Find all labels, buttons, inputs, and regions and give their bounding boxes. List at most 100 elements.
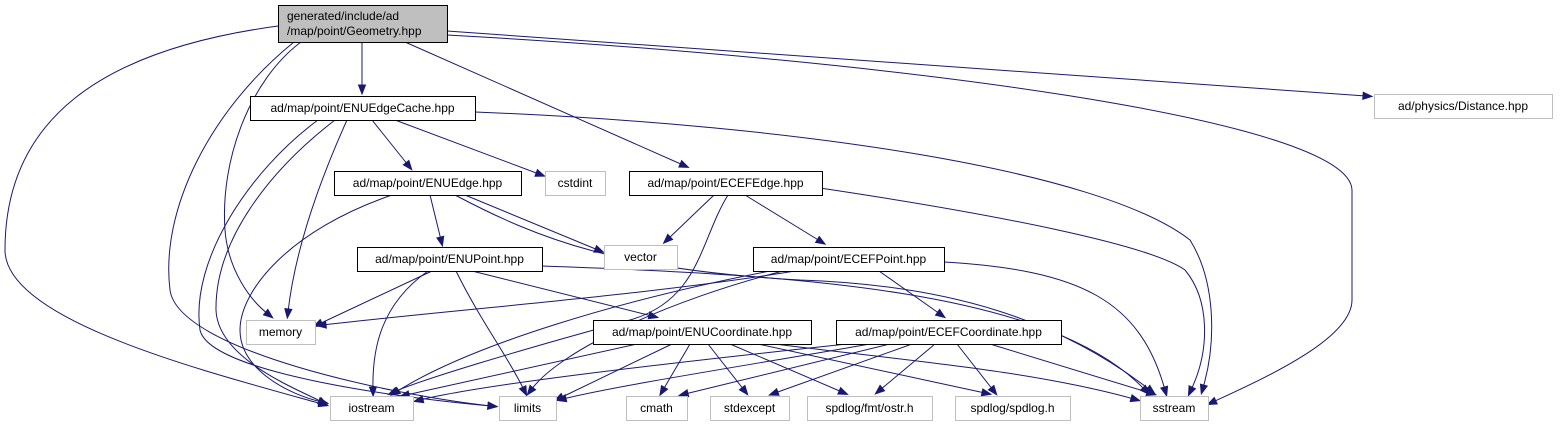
node-label: spdlog/spdlog.h	[970, 401, 1054, 415]
edge-arrowhead	[487, 401, 499, 410]
edge-line-tail	[405, 393, 410, 396]
node-enuedge[interactable]: ad/map/point/ENUEdge.hpp	[334, 171, 522, 196]
edge-ecefpoint-to-ecefcoord	[878, 270, 947, 319]
node-label: iostream	[348, 401, 394, 415]
node-cstdint[interactable]: cstdint	[545, 171, 606, 196]
edge-line-tail	[439, 236, 442, 241]
edge-arrowhead	[317, 397, 330, 406]
edge-line-tail	[522, 387, 525, 391]
edge-line	[394, 119, 540, 175]
edge-enuedge-to-enupoint	[429, 194, 445, 248]
edge-line	[819, 187, 1205, 391]
node-enupoint[interactable]: ad/map/point/ENUPoint.hpp	[357, 247, 543, 272]
node-box	[593, 320, 812, 345]
node-label: cstdint	[558, 176, 593, 190]
node-label: cmath	[640, 401, 673, 415]
nodes-layer: generated/include/ad/map/point/Geometry.…	[246, 5, 1553, 421]
edge-ecefcoord-to-sstream	[989, 343, 1158, 397]
node-enuedgecache[interactable]: ad/map/point/ENUEdgeCache.hpp	[250, 96, 476, 121]
edge-line	[471, 270, 653, 317]
edge-line	[729, 343, 843, 393]
edge-line-tail	[530, 387, 534, 391]
node-iostream[interactable]: iostream	[330, 396, 414, 421]
node-distance[interactable]: ad/physics/Distance.hpp	[1374, 94, 1553, 119]
edge-line-tail	[318, 400, 323, 403]
node-memory[interactable]: memory	[246, 320, 316, 345]
node-vector[interactable]: vector	[604, 245, 678, 270]
edge-ecefcoord-to-stdexcept	[768, 343, 913, 396]
node-box	[710, 396, 790, 421]
edge-ecefpoint-to-sstream	[943, 261, 1169, 398]
node-ecefedge[interactable]: ad/map/point/ECEFEdge.hpp	[629, 171, 823, 196]
node-box	[278, 5, 448, 43]
node-box	[1374, 94, 1553, 119]
edge-line-tail	[1130, 397, 1135, 400]
edge-enucoord-to-stdexcept	[707, 343, 749, 396]
edge-line-tail	[265, 311, 269, 315]
node-label: memory	[259, 325, 302, 339]
edge-line-tail	[667, 236, 671, 240]
edge-ecefcoord-to-cmath	[677, 343, 891, 398]
node-box	[807, 396, 933, 421]
node-box	[753, 247, 945, 272]
node-ecefcoord[interactable]: ad/map/point/ECEFCoordinate.hpp	[836, 320, 1062, 345]
node-cmath[interactable]: cmath	[626, 396, 688, 421]
edge-ecefcoord-to-limits	[555, 343, 871, 403]
edge-line	[372, 270, 429, 391]
node-label: ad/map/point/ENUEdgeCache.hpp	[270, 101, 454, 115]
edge-line	[419, 343, 848, 401]
edge-line	[707, 343, 745, 391]
node-fmtostr[interactable]: spdlog/fmt/ostr.h	[807, 396, 933, 421]
edge-line	[168, 41, 492, 407]
edge-line-tail	[536, 172, 540, 175]
edge-arrowhead	[837, 386, 849, 395]
edge-enuedge-to-iostream	[239, 194, 393, 406]
edge-line-tail	[1142, 387, 1146, 391]
node-label: vector	[624, 250, 657, 264]
edge-line	[684, 343, 891, 395]
edge-line-tail	[680, 163, 684, 166]
edge-enucoord-to-cmath	[659, 343, 691, 397]
node-label: /map/point/Geometry.hpp	[287, 24, 422, 38]
edge-arrowhead	[980, 388, 993, 397]
edge-line	[774, 343, 1135, 400]
edge-line	[318, 270, 433, 325]
edge-line-tail	[395, 389, 399, 393]
node-enucoord[interactable]: ad/map/point/ENUCoordinate.hpp	[593, 320, 812, 345]
edge-enucoord-to-limits	[553, 343, 673, 402]
node-geometry[interactable]: generated/include/ad/map/point/Geometry.…	[278, 5, 448, 43]
edge-ecefcoord-to-iostream	[412, 343, 848, 404]
node-spdlog[interactable]: spdlog/spdlog.h	[955, 396, 1071, 421]
node-box	[334, 171, 522, 196]
edge-line	[429, 194, 442, 241]
node-stdexcept[interactable]: stdexcept	[710, 396, 790, 421]
edge-line	[943, 261, 1166, 391]
edge-line	[198, 119, 492, 407]
edge-line-tail	[839, 390, 843, 393]
edge-line	[395, 270, 771, 393]
edge-enupoint-to-limits	[455, 270, 528, 397]
edge-line-tail	[1146, 391, 1151, 394]
node-ecefpoint[interactable]: ad/map/point/ECEFPoint.hpp	[753, 247, 945, 272]
node-box	[330, 396, 414, 421]
edge-line	[405, 343, 638, 396]
node-sstream[interactable]: sstream	[1140, 396, 1209, 421]
node-box	[836, 320, 1062, 345]
edge-line	[223, 41, 302, 315]
node-limits[interactable]: limits	[499, 396, 557, 421]
edge-ecefpoint-to-iostream	[389, 270, 771, 396]
edge-ecefcoord-to-fmtostr	[874, 343, 936, 395]
edge-enuedgecache-to-sstream	[474, 111, 1213, 396]
edge-line-tail	[1163, 386, 1166, 391]
edge-enuedgecache-to-enuedge	[371, 119, 413, 171]
edge-ecefedge-to-ecefpoint	[744, 194, 827, 245]
node-box	[246, 320, 316, 345]
edge-arrowhead	[814, 235, 827, 245]
edge-ecefcoord-to-spdlog	[956, 343, 998, 396]
edge-line-tail	[684, 392, 689, 395]
edge-ecefpoint-to-memory	[315, 270, 796, 329]
edge-line	[541, 265, 1146, 391]
edge-line	[559, 343, 673, 399]
edge-arrowhead	[934, 308, 947, 319]
